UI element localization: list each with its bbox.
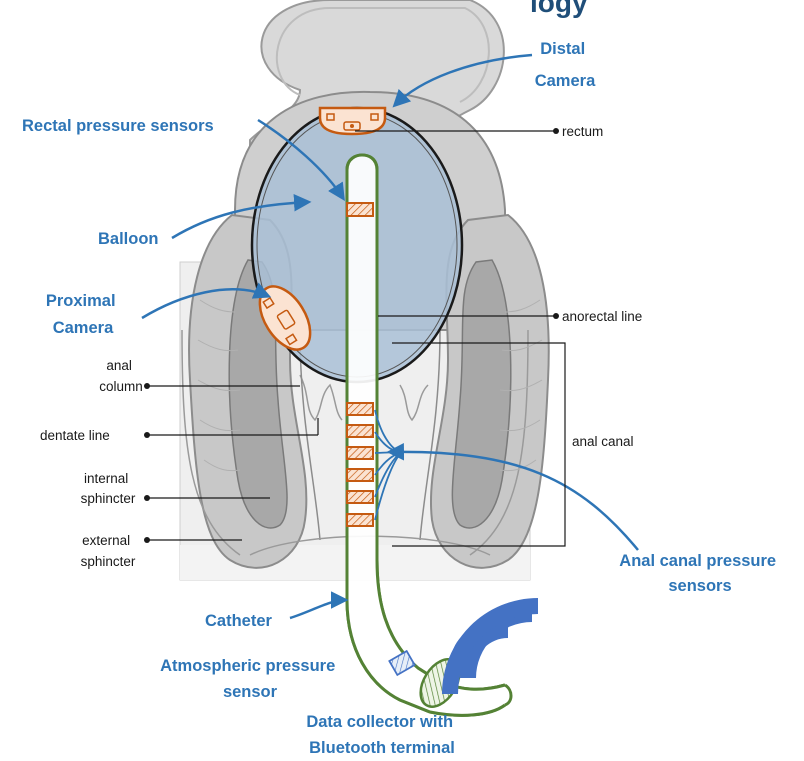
label-anal-column: anal column <box>99 358 143 394</box>
title-fragment: logy <box>530 0 588 18</box>
label-anal-canal-pressure-sensors: Anal canal pressure sensors <box>619 552 780 595</box>
label-atmospheric-pressure-sensor: Atmospheric pressure sensor <box>160 657 340 701</box>
rectal-pressure-sensor <box>347 203 373 216</box>
anal-sensor-6 <box>347 514 373 526</box>
label-external-sphincter: external sphincter <box>81 533 136 569</box>
anal-sensor-2 <box>347 425 373 437</box>
label-rectal-pressure-sensors: Rectal pressure sensors <box>22 117 214 135</box>
label-rectum: rectum <box>562 124 603 139</box>
label-catheter: Catheter <box>205 612 273 630</box>
anal-sensor-3 <box>347 447 373 459</box>
label-internal-sphincter: internal sphincter <box>81 471 136 506</box>
distal-camera <box>320 108 385 134</box>
label-data-collector: Data collector with Bluetooth terminal <box>306 713 457 757</box>
label-balloon: Balloon <box>98 230 159 248</box>
label-distal-camera: Distal Camera <box>535 40 596 90</box>
wifi-signal-icon <box>442 598 538 694</box>
label-anorectal-line: anorectal line <box>562 309 642 324</box>
anal-sensor-4 <box>347 469 373 481</box>
label-anal-canal: anal canal <box>572 434 634 449</box>
label-dentate-line: dentate line <box>40 428 110 443</box>
anal-sensor-1 <box>347 403 373 415</box>
label-proximal-camera: Proximal Camera <box>46 292 120 337</box>
anal-sensor-5 <box>347 491 373 503</box>
